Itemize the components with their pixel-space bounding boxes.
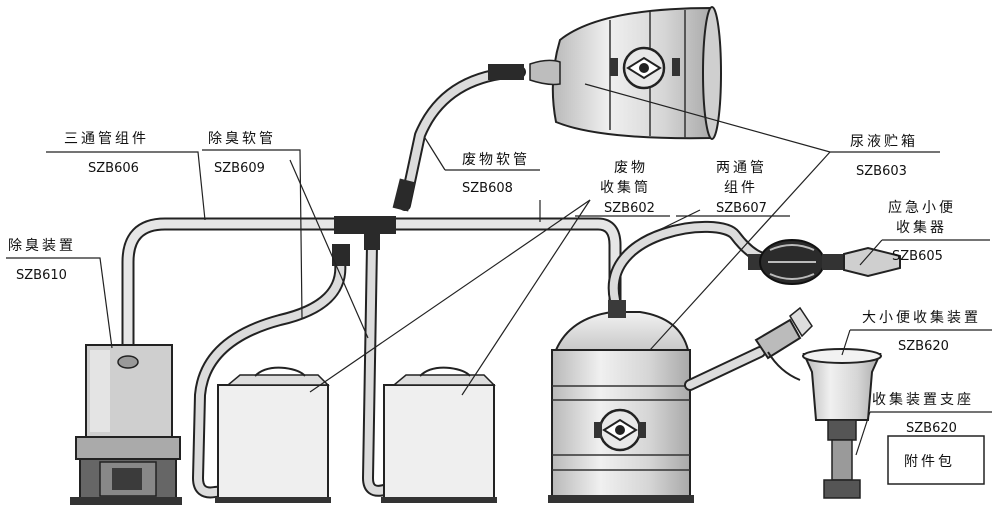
- svg-text:组件: 组件: [724, 180, 758, 196]
- svg-text:SZB609: SZB609: [214, 161, 265, 176]
- label-deodor-unit: 除臭装置 SZB610: [8, 238, 76, 283]
- svg-text:废物软管: 废物软管: [462, 152, 530, 168]
- emergency-urinal: [748, 239, 901, 285]
- excreta-collector: [802, 348, 882, 421]
- svg-text:大小便收集装置: 大小便收集装置: [862, 309, 981, 326]
- svg-text:收集筒: 收集筒: [600, 179, 651, 196]
- svg-text:废物: 废物: [614, 160, 648, 176]
- label-stand: 收集装置支座 SZB620: [872, 391, 974, 436]
- label-waste-can: 废物 收集筒 SZB602: [600, 160, 655, 216]
- label-two-way: 两通管 组件 SZB607: [716, 160, 767, 216]
- svg-text:SZB603: SZB603: [856, 164, 907, 179]
- svg-text:尿液贮箱: 尿液贮箱: [850, 134, 918, 150]
- svg-text:SZB620: SZB620: [906, 421, 957, 436]
- svg-text:收集器: 收集器: [896, 219, 947, 236]
- leader-lines: [6, 83, 992, 456]
- svg-text:SZB620: SZB620: [898, 339, 949, 354]
- svg-text:三通管组件: 三通管组件: [64, 131, 149, 147]
- accessory-pack: [887, 435, 985, 485]
- svg-text:两通管: 两通管: [716, 160, 767, 176]
- label-waste-hose: 废物软管 SZB608: [462, 152, 530, 196]
- pipe-network: [121, 64, 781, 499]
- waste-can-right: [381, 366, 497, 503]
- svg-text:除臭软管: 除臭软管: [208, 131, 276, 147]
- spray-hose: [684, 306, 813, 391]
- svg-text:附件包: 附件包: [904, 454, 955, 470]
- label-emergency-urinal: 应急小便 收集器 SZB605: [888, 199, 956, 264]
- label-collector: 大小便收集装置 SZB620: [862, 309, 981, 354]
- svg-text:应急小便: 应急小便: [888, 199, 956, 216]
- svg-text:除臭装置: 除臭装置: [8, 238, 76, 254]
- label-deodor-hose: 除臭软管 SZB609: [208, 131, 276, 176]
- collector-stand: [823, 419, 861, 499]
- label-tee-assembly: 三通管组件 SZB606: [64, 131, 149, 176]
- urine-tank-bottom: [548, 300, 694, 503]
- waste-can-left: [215, 366, 331, 503]
- svg-text:SZB607: SZB607: [716, 201, 767, 216]
- svg-text:SZB606: SZB606: [88, 161, 139, 176]
- label-accessory-pack: 附件包: [904, 454, 955, 470]
- svg-text:SZB605: SZB605: [892, 249, 943, 264]
- svg-text:SZB602: SZB602: [604, 201, 655, 216]
- svg-text:SZB610: SZB610: [16, 268, 67, 283]
- label-urine-tank: 尿液贮箱 SZB603: [850, 134, 918, 179]
- deodorizing-unit: [70, 344, 182, 505]
- svg-text:收集装置支座: 收集装置支座: [872, 391, 974, 408]
- urine-tank: [529, 6, 722, 140]
- svg-text:SZB608: SZB608: [462, 181, 513, 196]
